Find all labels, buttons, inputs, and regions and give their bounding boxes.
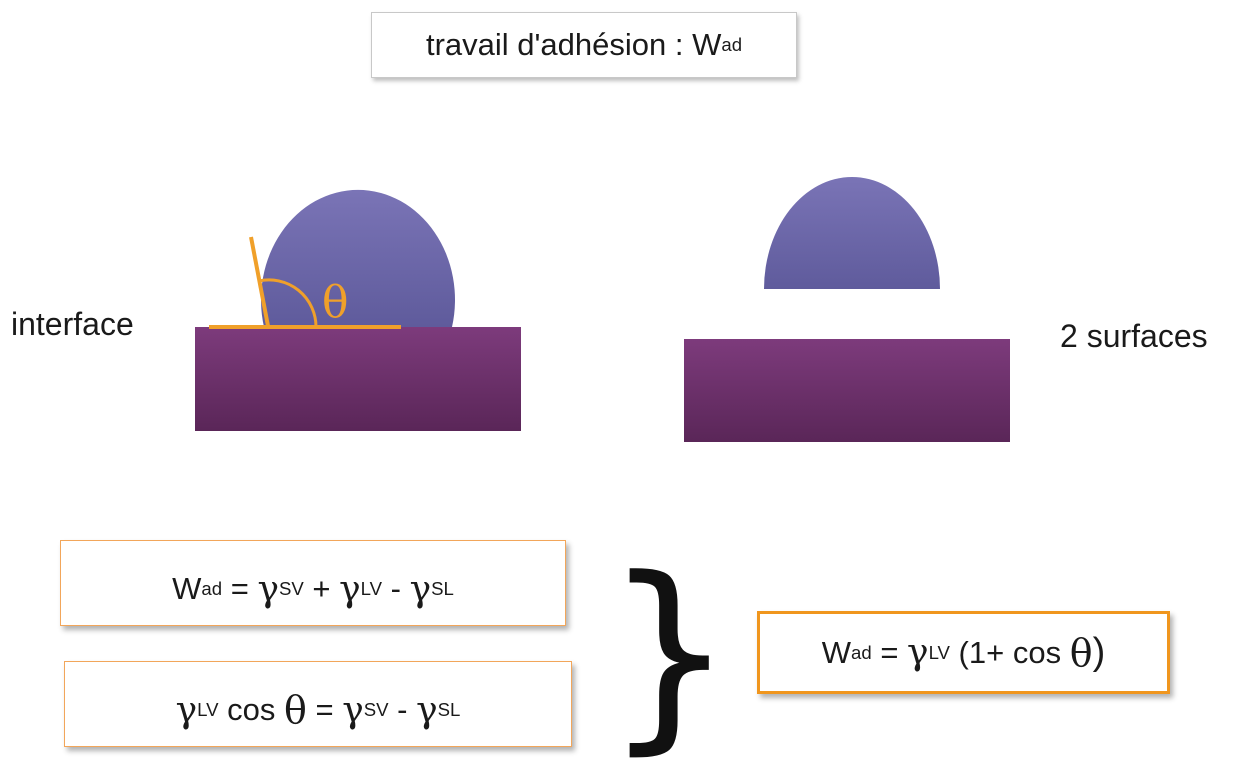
gamma-sl: γ [416, 689, 438, 731]
gamma-sv: γ [342, 689, 364, 731]
paren-open: (1+ cos [949, 634, 1070, 670]
gamma-lv: γ [907, 632, 929, 673]
droplet-on-substrate [261, 189, 455, 327]
theta-symbol: θ [322, 277, 349, 328]
equals-sign: = [871, 634, 908, 670]
gamma-sv: γ [257, 568, 279, 610]
gamma-sl: γ [409, 568, 432, 610]
gamma-lv: γ [339, 568, 361, 610]
detached-droplet [764, 177, 940, 289]
wetting-figure: θ [195, 177, 1010, 442]
paren-close: ) [1092, 631, 1106, 673]
surfaces-label: 2 surfaces [1060, 318, 1208, 354]
equals-sign: = [222, 571, 258, 606]
separated-scene [684, 177, 1010, 442]
theta-symbol: θ [1069, 630, 1093, 675]
interface-label: interface [11, 306, 134, 342]
plus-sign: + [303, 571, 340, 606]
equals-sign: = [306, 692, 343, 727]
theta-symbol: θ [283, 688, 307, 732]
minus-sign: - [382, 571, 410, 606]
curly-brace: } [604, 535, 735, 773]
cos-text: cos [218, 692, 284, 727]
contact-angle-arc [258, 278, 318, 328]
interface-scene: θ [195, 189, 521, 431]
title-text: travail d'adhésion : W [425, 27, 722, 62]
gamma-lv: γ [175, 689, 198, 731]
w-symbol: W [821, 634, 852, 670]
substrate-right [684, 339, 1010, 442]
substrate-left [195, 327, 521, 431]
w-symbol: W [172, 571, 202, 606]
minus-sign: - [388, 692, 417, 727]
